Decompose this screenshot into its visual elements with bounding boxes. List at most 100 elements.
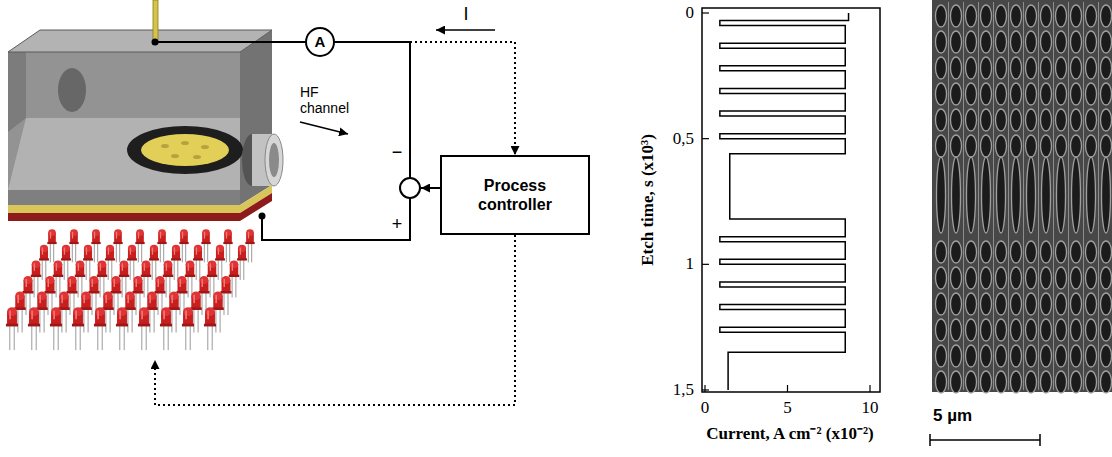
pore [1071, 135, 1082, 157]
pore [1041, 345, 1052, 367]
led-leg [221, 260, 222, 280]
pore [936, 319, 947, 341]
led-leg [141, 244, 142, 263]
led-dome [117, 307, 127, 316]
pore [981, 371, 992, 393]
pore [1011, 371, 1022, 393]
led-leg [94, 244, 95, 263]
pore [1041, 31, 1052, 53]
led-leg [144, 277, 145, 298]
led-rim [163, 275, 173, 277]
led-dome [128, 245, 136, 252]
pore [966, 5, 977, 27]
pore-wall [1083, 2, 1084, 390]
led [69, 229, 78, 262]
pore [1026, 293, 1037, 315]
led-highlight [144, 263, 145, 271]
led-leg [9, 326, 10, 350]
pore [966, 83, 977, 105]
led-dome [7, 307, 17, 316]
led-leg [119, 244, 120, 263]
led-dome [202, 229, 210, 236]
led-highlight [240, 248, 241, 255]
led-dome [90, 276, 99, 284]
led-highlight [138, 232, 139, 239]
pore [1041, 293, 1052, 315]
led-rim [207, 275, 217, 277]
pore-wall [978, 2, 979, 390]
led-leg [158, 293, 159, 315]
led-highlight [210, 263, 211, 271]
pore [1056, 31, 1067, 53]
led-highlight [119, 311, 121, 320]
led-dome [164, 260, 173, 268]
led-highlight [180, 279, 182, 287]
scale-bar-tick [1039, 434, 1041, 446]
cell-front-lip [8, 190, 240, 205]
led-leg [243, 260, 244, 280]
led-rim [199, 291, 210, 294]
base-plate [8, 193, 272, 221]
pore [1056, 267, 1067, 289]
led-rim [193, 258, 203, 260]
led-highlight [100, 263, 101, 271]
led [223, 229, 232, 262]
led-array [6, 229, 255, 350]
pore [996, 293, 1007, 315]
led-highlight [226, 232, 227, 239]
led-leg [67, 260, 68, 280]
pore [1102, 157, 1111, 233]
polarity-sign: − [392, 142, 403, 163]
pore [1026, 345, 1037, 367]
led-rim [223, 242, 232, 244]
voltage-source-symbol [400, 178, 420, 198]
pore [936, 83, 947, 105]
led-dome [200, 276, 209, 284]
chart-frame [702, 8, 880, 392]
led-leg [83, 309, 84, 332]
led-highlight [224, 279, 226, 287]
pore [936, 293, 947, 315]
led-leg [53, 244, 54, 263]
led-rim [111, 291, 122, 294]
led-leg [72, 244, 73, 263]
led-rim [50, 324, 62, 327]
current-arrow [436, 29, 495, 31]
led-rim [89, 291, 100, 294]
led-rim [127, 258, 137, 260]
led-leg [168, 326, 169, 350]
led-leg [75, 244, 76, 263]
led-leg [224, 293, 225, 315]
led-leg [78, 277, 79, 298]
led-highlight [202, 279, 204, 287]
led-leg [163, 326, 164, 350]
led-highlight [207, 311, 209, 320]
hf-channel-end [265, 134, 283, 186]
pore [1086, 109, 1097, 131]
pore-wall [1008, 2, 1009, 390]
led-leg [116, 244, 117, 263]
led-dome [37, 292, 46, 300]
led-leg [152, 260, 153, 280]
led-highlight [64, 248, 65, 255]
led-leg [190, 326, 191, 350]
led-dome [178, 276, 187, 284]
axis-title: Current, A cm⁻² (x10⁻²) [706, 424, 873, 444]
led [245, 229, 254, 262]
led-dome [46, 276, 55, 284]
pore [1071, 5, 1082, 27]
pore [1071, 371, 1082, 393]
pore [981, 293, 992, 315]
led-leg [64, 260, 65, 280]
led-rim [47, 242, 56, 244]
pore [981, 267, 992, 289]
led-rim [204, 324, 216, 327]
pore [1026, 267, 1037, 289]
control-arrow [421, 187, 440, 189]
pore [952, 157, 961, 233]
led-rim [135, 242, 144, 244]
axis-tick-label: 10 [862, 398, 879, 418]
led-dome [125, 292, 134, 300]
led-leg [220, 309, 221, 332]
pore [1056, 135, 1067, 157]
